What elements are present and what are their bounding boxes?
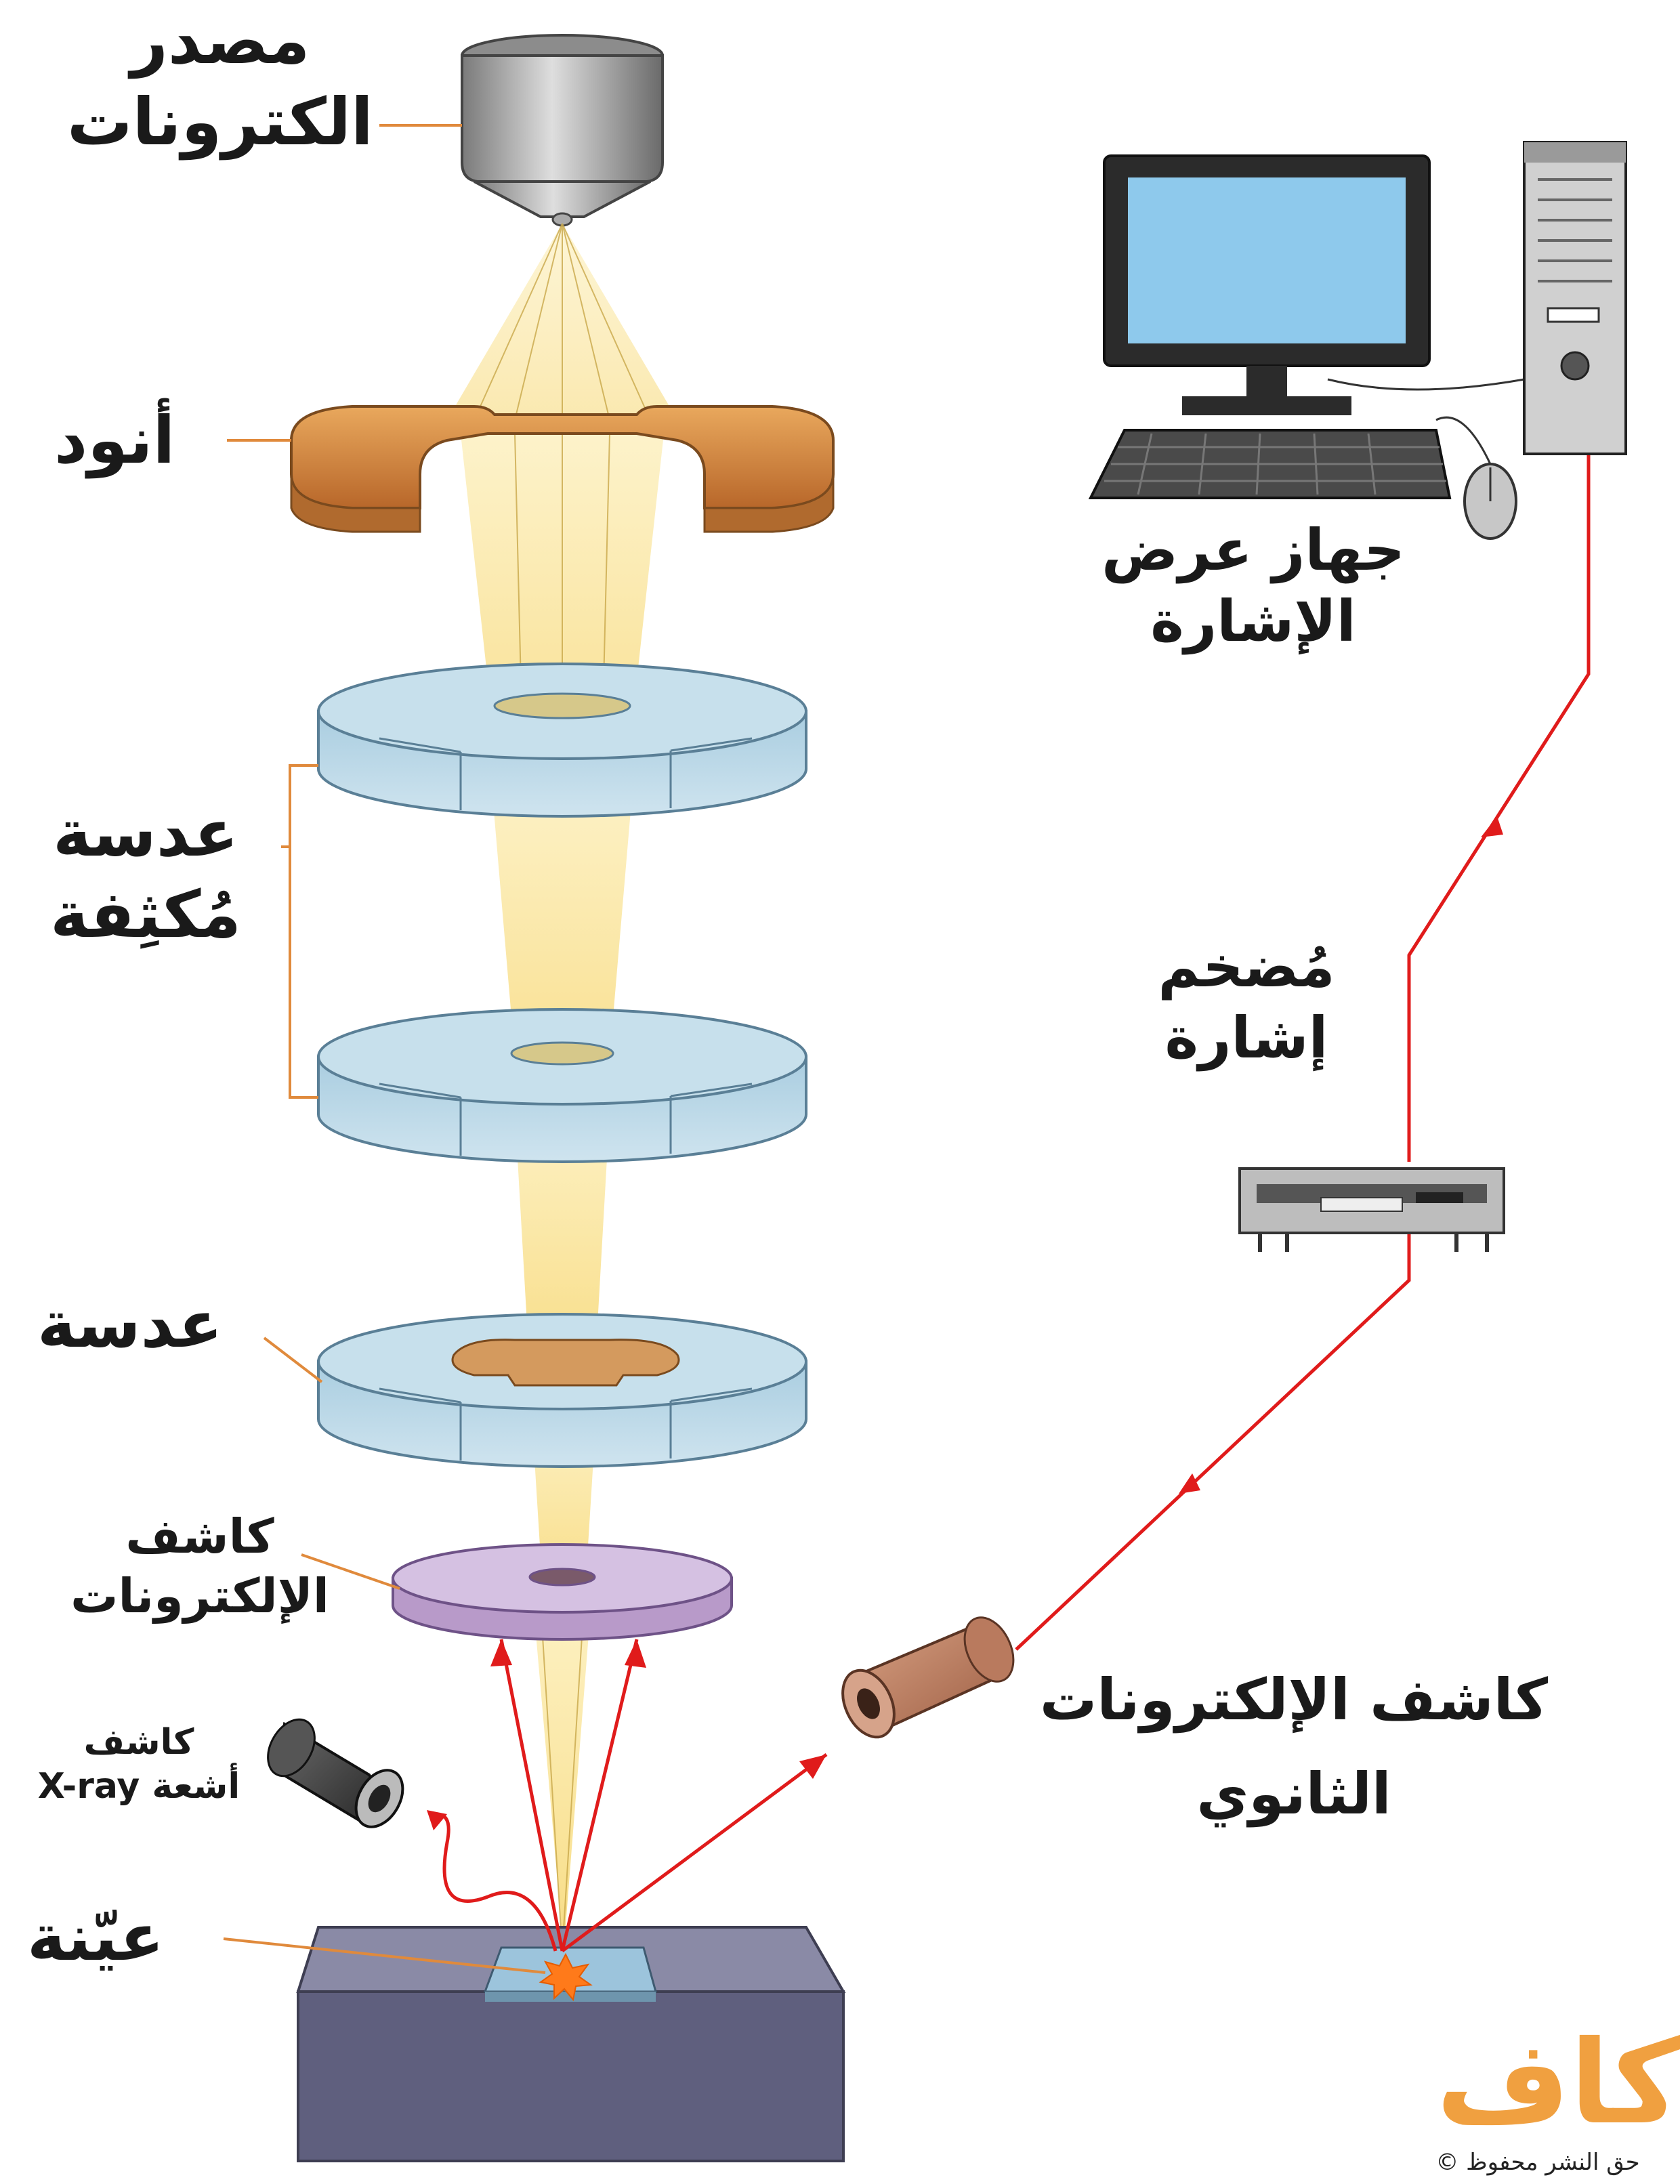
computer xyxy=(1088,141,1627,540)
logo-text: كاف xyxy=(1436,2016,1680,2150)
label-display-device-line2: الإشارة xyxy=(1150,588,1356,654)
signal-amplifier-device xyxy=(1238,1167,1505,1252)
xray-detector xyxy=(267,1718,404,1828)
objective-lens xyxy=(317,1313,807,1468)
label-xray-detector-line2: أشعة X-ray xyxy=(37,1766,240,1807)
label-condenser-lens-line1: عدسة xyxy=(53,795,238,871)
label-electron-detector-line1: كاشف xyxy=(125,1509,274,1564)
label-electron-detector-line2: الإلكترونات xyxy=(70,1568,329,1624)
condenser-lens-upper xyxy=(317,663,807,818)
label-electron-source-line1: مصدر xyxy=(130,3,310,79)
label-condenser-lens-line2: مُكثِفة xyxy=(50,877,241,952)
sample-stage xyxy=(296,1926,846,2162)
label-signal-amplifier: مُضخم إشارة xyxy=(1111,931,1382,1074)
label-secondary-detector-line2: الثانوي xyxy=(1196,1760,1391,1827)
label-electron-source-line2: الكترونات xyxy=(67,84,373,160)
label-lens: عدسة xyxy=(37,1286,223,1362)
label-condenser-lens: عدسة مُكثِفة xyxy=(14,793,278,955)
condenser-lens-lower xyxy=(317,1008,807,1163)
label-secondary-detector-line1: كاشف الإلكترونات xyxy=(1039,1666,1549,1733)
leader-lines xyxy=(223,124,546,1974)
label-secondary-detector: كاشف الإلكترونات الثانوي xyxy=(1023,1653,1565,1841)
copyright-text: حق النشر محفوظ © xyxy=(1435,2149,1640,2176)
label-xray-detector: كاشف أشعة X-ray xyxy=(7,1721,271,1809)
label-xray-detector-line1: كاشف xyxy=(83,1722,194,1763)
electron-source xyxy=(461,34,664,227)
label-sample: عيّنة xyxy=(27,1899,165,1975)
secondary-electron-detector xyxy=(841,1616,1015,1739)
label-electron-detector: كاشف الإلكترونات xyxy=(41,1507,359,1626)
label-signal-amplifier-line2: إشارة xyxy=(1164,1005,1328,1071)
label-anode: أنود xyxy=(54,402,175,478)
label-electron-source: مصدر الكترونات xyxy=(61,0,379,163)
electron-detector-disc xyxy=(392,1543,733,1641)
label-display-device-line1: جهاز عرض xyxy=(1101,517,1405,583)
signal-arrows xyxy=(427,1639,828,1953)
label-display-device: جهاز عرض الإشارة xyxy=(1057,515,1450,657)
anode xyxy=(290,405,835,533)
label-signal-amplifier-line1: مُضخم xyxy=(1158,933,1335,1000)
